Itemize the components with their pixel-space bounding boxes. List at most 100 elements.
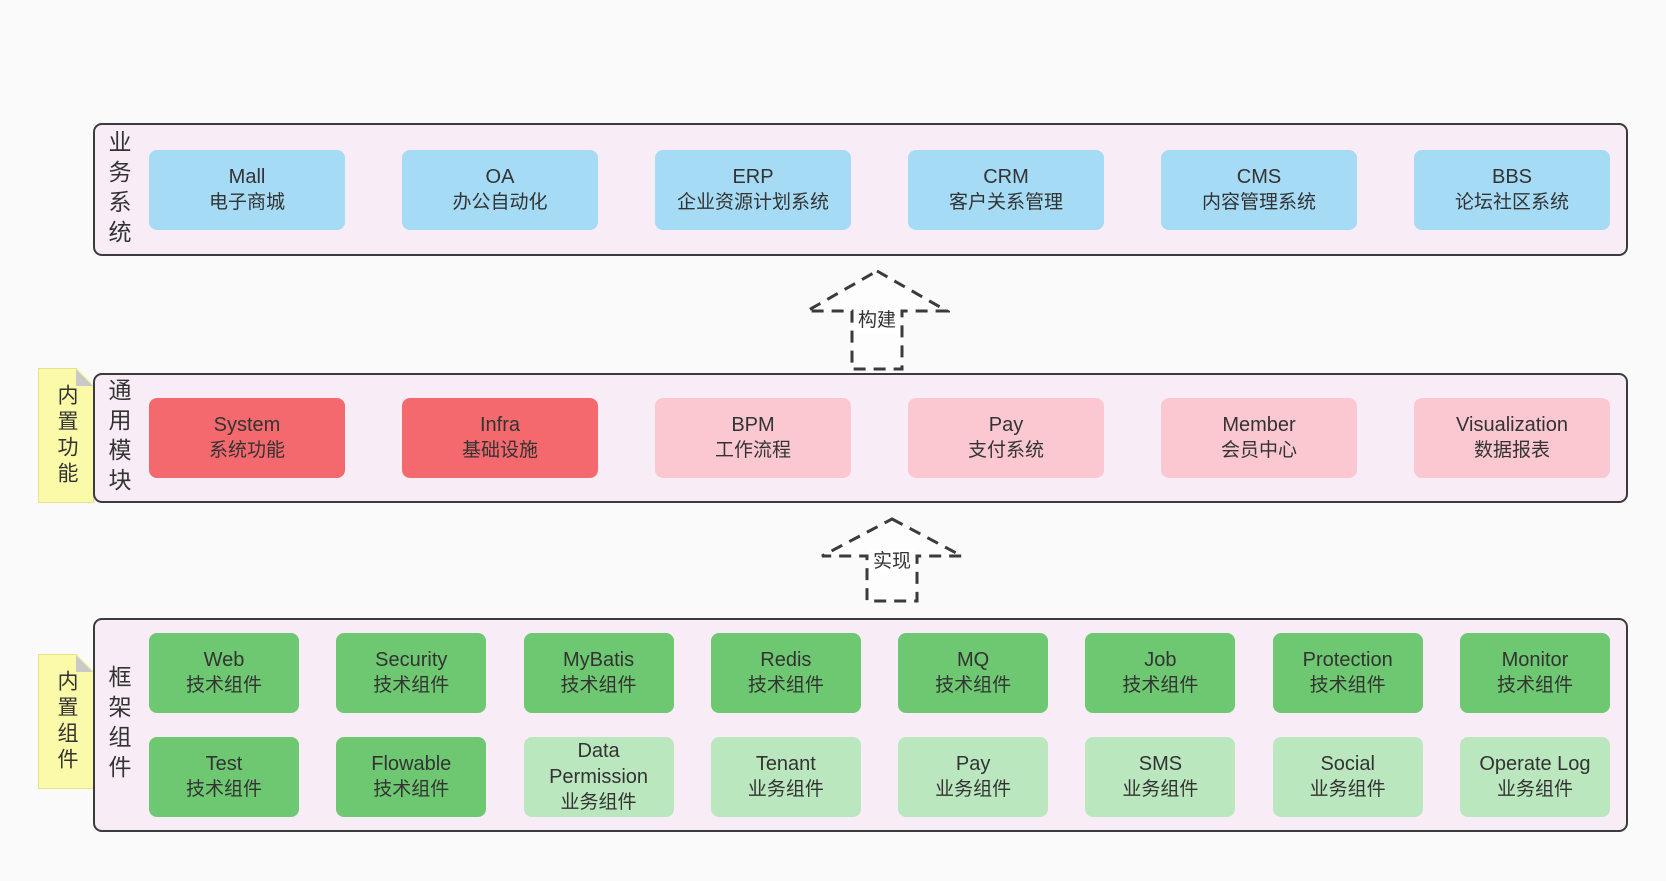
module-desc: 论坛社区系统	[1454, 191, 1569, 213]
module-desc: 办公自动化	[452, 191, 548, 213]
module-name: Member	[1222, 414, 1296, 436]
module-box-crm: CRM 客户关系管理	[908, 149, 1104, 230]
module-desc: 基础设施	[461, 440, 538, 461]
module-desc: 技术组件	[373, 675, 450, 696]
module-desc: 客户关系管理	[948, 191, 1063, 213]
module-name: MQ	[957, 649, 990, 671]
module-name: Flowable	[371, 753, 452, 775]
module-desc: 业务组件	[935, 779, 1012, 800]
module-name: Monitor	[1501, 649, 1569, 671]
module-desc: 技术组件	[747, 675, 824, 696]
note-text: 内置组件	[55, 669, 78, 774]
module-name: Pay	[988, 414, 1024, 436]
note-fold-icon	[76, 369, 93, 386]
module-desc: 业务组件	[747, 779, 824, 800]
module-box-test: Test 技术组件	[149, 737, 299, 817]
module-box-visualization: Visualization 数据报表	[1414, 398, 1610, 478]
module-name: MyBatis	[563, 649, 635, 671]
module-name: CRM	[983, 165, 1029, 188]
module-desc: 技术组件	[935, 675, 1012, 696]
module-box-security: Security 技术组件	[336, 633, 487, 713]
module-name: Redis	[760, 649, 812, 671]
module-box-mq: MQ 技术组件	[898, 633, 1049, 713]
module-desc: 系统功能	[208, 440, 285, 461]
module-desc: 业务组件	[1122, 779, 1199, 800]
note-built-in-components: 内置组件	[38, 654, 94, 789]
arrow-label: 实现	[869, 549, 915, 576]
module-name: Job	[1144, 649, 1177, 671]
layer-title: 业务系统	[105, 129, 131, 250]
module-box-mall: Mall 电子商城	[149, 149, 345, 230]
module-box-protection: Protection 技术组件	[1272, 633, 1423, 713]
module-desc: 技术组件	[560, 675, 637, 696]
arrow-build: 构建	[804, 268, 950, 372]
module-desc: 支付系统	[967, 440, 1044, 461]
module-name: CMS	[1236, 165, 1282, 188]
module-name: Protection	[1302, 649, 1393, 671]
module-desc: 数据报表	[1473, 440, 1550, 461]
module-box-redis: Redis 技术组件	[710, 633, 861, 713]
module-name: Security	[375, 649, 448, 671]
module-name: ERP	[732, 165, 774, 188]
module-name: Visualization	[1456, 414, 1568, 436]
module-box-job: Job 技术组件	[1085, 633, 1236, 713]
module-desc: 会员中心	[1220, 440, 1297, 461]
module-name: BBS	[1491, 165, 1533, 188]
arrow-label: 构建	[854, 307, 900, 334]
module-desc: 企业资源计划系统	[676, 191, 829, 213]
module-desc: 技术组件	[1122, 675, 1199, 696]
layer-title: 通用模块	[105, 378, 131, 498]
module-name: Data Permission	[549, 740, 649, 788]
module-desc: 技术组件	[185, 779, 262, 800]
module-name: Pay	[955, 753, 991, 775]
module-box-flowable: Flowable 技术组件	[336, 737, 487, 817]
module-box-pay: Pay 支付系统	[908, 398, 1104, 478]
module-box-pay: Pay 业务组件	[898, 737, 1049, 817]
module-box-monitor: Monitor 技术组件	[1459, 633, 1610, 713]
module-box-bpm: BPM 工作流程	[655, 398, 851, 478]
module-name: Mall	[228, 165, 266, 188]
module-box-member: Member 会员中心	[1161, 398, 1357, 478]
module-name: Test	[205, 753, 243, 775]
module-desc: 技术组件	[1309, 675, 1386, 696]
layer-title: 框架组件	[105, 665, 131, 785]
module-box-cms: CMS 内容管理系统	[1161, 149, 1357, 230]
module-box-erp: ERP 企业资源计划系统	[655, 149, 851, 230]
module-desc: 技术组件	[373, 779, 450, 800]
module-name: BPM	[731, 414, 775, 436]
module-name: Web	[203, 649, 245, 671]
note-built-in-features: 内置功能	[38, 368, 94, 503]
module-box-sms: SMS 业务组件	[1085, 737, 1236, 817]
module-desc: 内容管理系统	[1201, 191, 1316, 213]
module-name: Social	[1320, 753, 1375, 775]
module-name: SMS	[1138, 753, 1183, 775]
module-desc: 业务组件	[560, 792, 637, 813]
note-fold-icon	[76, 655, 93, 672]
module-desc: 电子商城	[208, 191, 285, 213]
module-box-bbs: BBS 论坛社区系统	[1414, 149, 1610, 230]
module-name: Operate Log	[1479, 753, 1591, 775]
arrow-implement: 实现	[819, 516, 965, 604]
module-box-mybatis: MyBatis 技术组件	[523, 633, 674, 713]
note-text: 内置功能	[55, 383, 78, 488]
module-desc: 技术组件	[1496, 675, 1573, 696]
module-desc: 工作流程	[714, 440, 791, 461]
